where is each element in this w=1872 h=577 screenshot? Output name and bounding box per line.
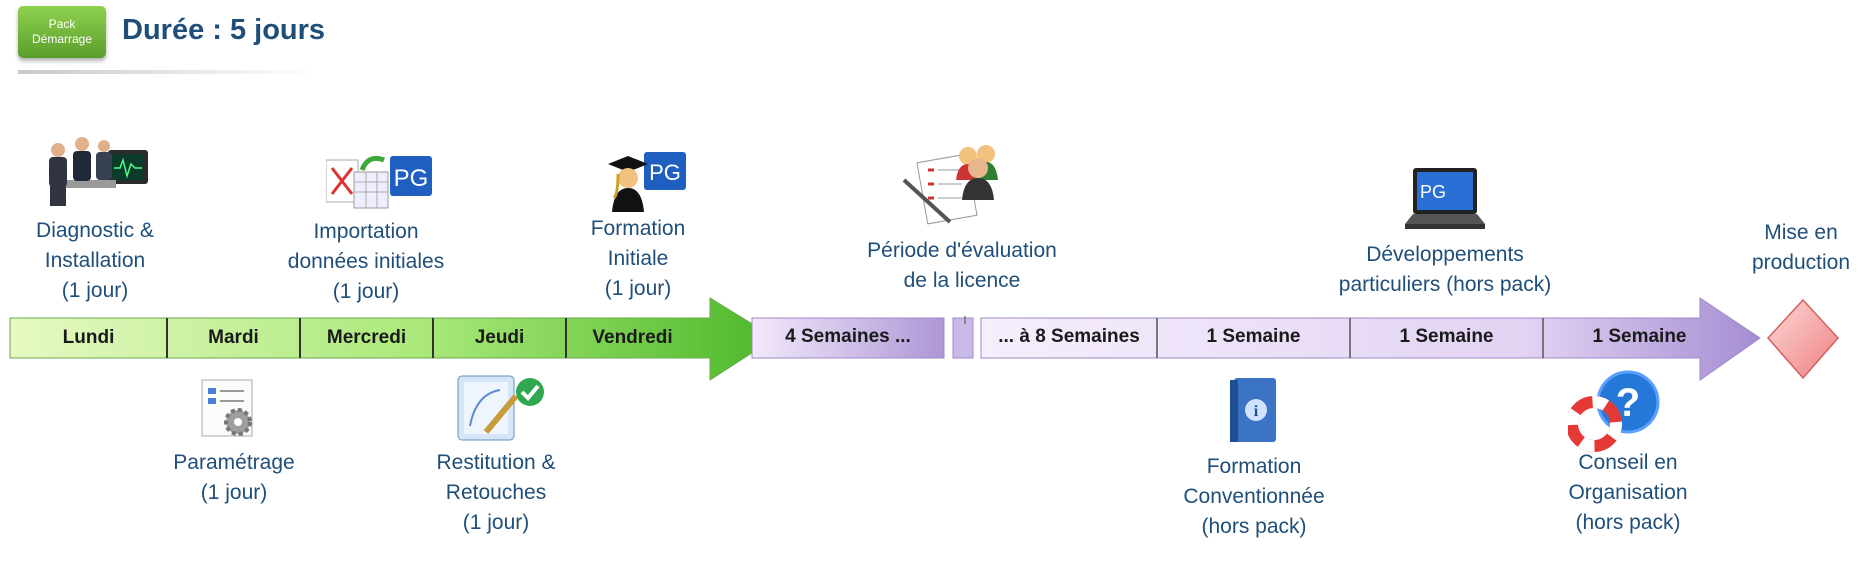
timeline-svg <box>9 297 1840 381</box>
label-conseil: Conseil en Organisation (hors pack) <box>1548 448 1708 538</box>
label-restitution-line2: Retouches <box>445 481 547 504</box>
graduate-pg-icon: PG <box>608 152 686 212</box>
label-evaluation-line2: de la licence <box>903 269 1021 292</box>
label-formation-initiale-line2: Initiale <box>607 247 669 270</box>
label-developpements: Développements particuliers (hors pack) <box>1325 240 1565 300</box>
label-conseil-line2: Organisation <box>1568 481 1688 504</box>
label-formation-initiale-line3: (1 jour) <box>604 277 672 300</box>
label-mise-en-production-line2: production <box>1751 251 1851 274</box>
label-diagnostic-line1: Diagnostic & <box>36 219 154 242</box>
label-diagnostic-line2: Installation <box>44 249 146 272</box>
label-formation-conventionnee: Formation Conventionnée (hors pack) <box>1164 452 1344 542</box>
purple-gap-piece <box>952 317 974 359</box>
label-restitution-line1: Restitution & <box>436 451 556 474</box>
green-arrow <box>9 297 776 381</box>
lifebuoy-help-icon: ? <box>1568 370 1660 452</box>
header-underline <box>18 70 318 74</box>
label-formation-conventionnee-line3: (hors pack) <box>1201 515 1307 538</box>
day-vendredi: Vendredi <box>592 327 673 348</box>
page-title: Durée : 5 jours <box>122 14 326 46</box>
phase-4-semaines: 4 Semaines ... <box>785 326 911 347</box>
label-formation-conventionnee-line2: Conventionnée <box>1183 485 1325 508</box>
day-jeudi: Jeudi <box>474 327 525 348</box>
label-formation-initiale-line1: Formation <box>590 217 686 240</box>
phase-8-semaines: ... à 8 Semaines <box>998 326 1140 347</box>
svg-text:i: i <box>1254 403 1259 420</box>
label-formation-conventionnee-line1: Formation <box>1206 455 1302 478</box>
day-mercredi: Mercredi <box>326 327 407 348</box>
svg-text:PG: PG <box>649 160 681 185</box>
phase-1-semaine-c: 1 Semaine <box>1592 326 1687 347</box>
label-mise-en-production-line1: Mise en <box>1764 221 1838 244</box>
svg-text:PG: PG <box>1420 182 1446 202</box>
label-importation-line2: données initiales <box>287 250 445 273</box>
label-developpements-line2: particuliers (hors pack) <box>1338 273 1552 296</box>
milestone-diamond-icon <box>1766 298 1840 380</box>
pack-badge: Pack Démarrage <box>18 6 106 58</box>
day-mardi: Mardi <box>208 327 259 348</box>
svg-text:PG: PG <box>394 165 429 192</box>
label-evaluation: Période d'évaluation de la licence <box>852 236 1072 296</box>
label-parametrage: Paramétrage (1 jour) <box>154 448 314 508</box>
checklist-people-icon <box>902 145 998 225</box>
purple-arrow <box>980 297 1761 381</box>
label-formation-initiale: Formation Initiale (1 jour) <box>568 214 708 304</box>
label-restitution: Restitution & Retouches (1 jour) <box>414 448 578 538</box>
phase-1-semaine-a: 1 Semaine <box>1206 326 1301 347</box>
label-restitution-line3: (1 jour) <box>462 511 530 534</box>
label-evaluation-line1: Période d'évaluation <box>867 239 1057 262</box>
label-diagnostic-line3: (1 jour) <box>61 279 129 302</box>
phase-1-semaine-b: 1 Semaine <box>1399 326 1494 347</box>
laptop-pg-icon: PG <box>1405 168 1485 229</box>
badge-line1: Pack <box>48 17 76 31</box>
badge-line2: Démarrage <box>31 32 93 46</box>
label-importation-line3: (1 jour) <box>332 280 400 303</box>
label-importation: Importation données initiales (1 jour) <box>266 217 466 307</box>
label-diagnostic: Diagnostic & Installation (1 jour) <box>10 216 180 306</box>
settings-document-icon <box>201 379 253 437</box>
label-mise-en-production: Mise en production <box>1742 218 1860 278</box>
label-parametrage-line1: Paramétrage <box>173 451 295 474</box>
label-developpements-line1: Développements <box>1366 243 1524 266</box>
label-importation-line1: Importation <box>313 220 419 243</box>
day-lundi: Lundi <box>62 327 115 348</box>
label-conseil-line3: (hors pack) <box>1575 511 1681 534</box>
info-book-icon: i <box>1230 378 1276 442</box>
purple-bar-1 <box>751 317 945 359</box>
pdf-spreadsheet-pg-icon: PG <box>326 155 432 209</box>
label-parametrage-line2: (1 jour) <box>200 481 268 504</box>
label-conseil-line1: Conseil en <box>1578 451 1678 474</box>
team-monitor-icon <box>49 137 148 206</box>
edit-check-icon <box>457 375 544 441</box>
